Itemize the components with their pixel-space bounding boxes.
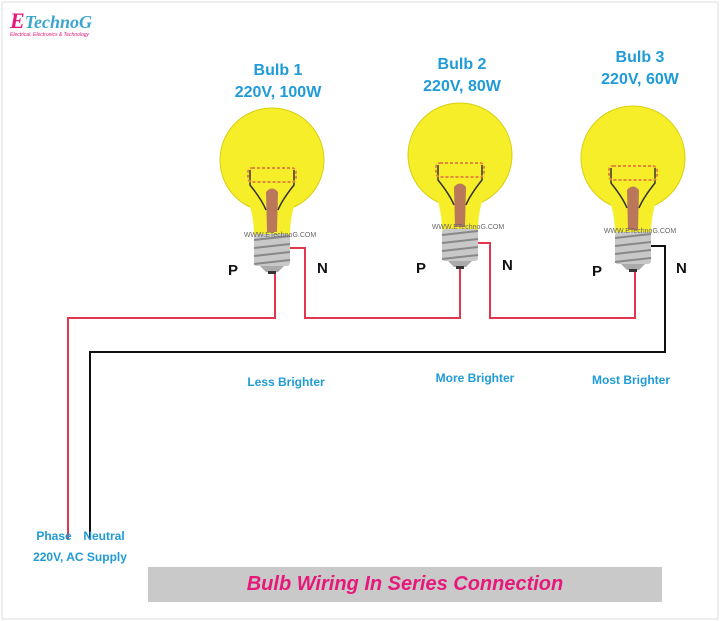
bulb-1-phase-terminal: P [228,262,239,279]
bulb-2 [407,102,513,270]
bulb-2-brightness: More Brighter [435,371,515,385]
watermark: WWW.ETechnoG.COM [243,232,317,239]
watermark: WWW.ETechnoG.COM [431,224,505,231]
logo: ETechnoG Electrical, Electronics & Techn… [10,8,92,38]
bulb-2-neutral-terminal: N [502,257,513,274]
bulb-3-phase-terminal: P [592,263,603,280]
phase-label: Phase [36,529,72,543]
bulb-2-phase-terminal: P [416,260,427,277]
bulb-3 [580,105,686,273]
diagram-title: Bulb Wiring In Series Connection [246,573,564,595]
logo-text: TechnoG [24,12,93,32]
watermark: WWW.ETechnoG.COM [603,228,677,235]
phase-wire [67,274,276,540]
title-bar: Bulb Wiring In Series Connection [148,567,662,602]
bulb-1-brightness: Less Brighter [247,375,325,389]
bulb-3-brightness: Most Brighter [592,373,670,387]
bulb-1-neutral-terminal: N [317,260,328,277]
neutral-label: Neutral [83,529,125,543]
series-wire-2-3 [478,242,636,319]
logo-e: E [10,8,25,33]
bulb-1 [219,107,325,275]
series-wire-1-2 [290,247,461,319]
logo-tagline: Electrical, Electronics & Technology [10,32,90,38]
neutral-wire [89,245,666,540]
bulb-3-neutral-terminal: N [676,260,687,277]
supply-rating: 220V, AC Supply [33,550,127,564]
